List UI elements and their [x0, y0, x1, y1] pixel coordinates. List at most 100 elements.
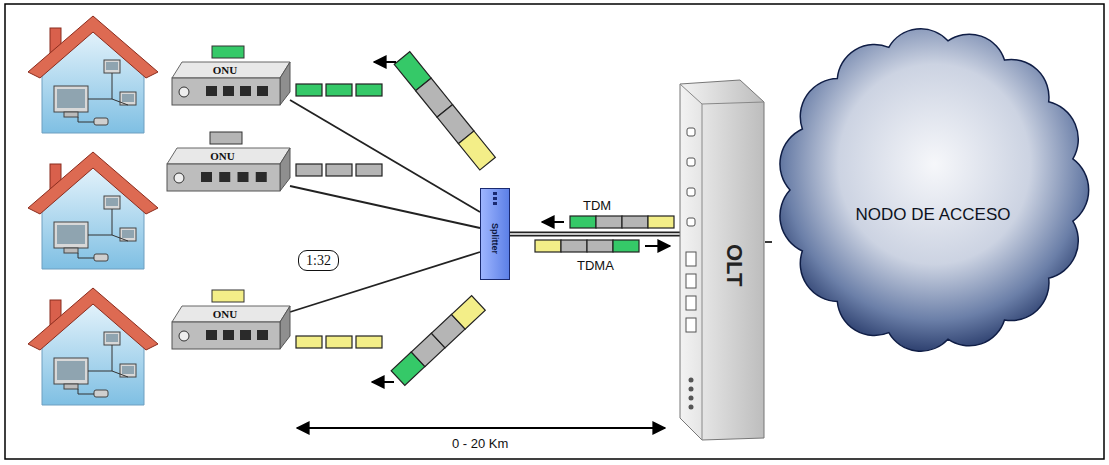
- shape-part: [280, 148, 290, 191]
- shape-part: [167, 164, 280, 191]
- tag-node: 1:32: [298, 250, 339, 271]
- shape-part: [686, 252, 696, 266]
- signal-label: TDMA: [577, 258, 614, 273]
- shape-part: [223, 330, 234, 340]
- shape-part: [689, 387, 694, 392]
- house-icons-part: [28, 152, 158, 269]
- packet-strips-part-part: [452, 296, 486, 329]
- shape-part: [206, 86, 217, 96]
- fiber-link: [510, 232, 680, 237]
- onu-label: ONU: [210, 149, 234, 163]
- shape-part: [201, 172, 212, 182]
- frame: [5, 4, 1104, 459]
- signal-label: 0 - 20 Km: [452, 436, 508, 451]
- olt-node: OLT: [680, 80, 765, 440]
- direction-arrows-part: [372, 381, 394, 383]
- onu-indicators-part: [212, 290, 244, 302]
- shape-part: [687, 158, 695, 166]
- packet-strips-part: [326, 336, 352, 348]
- shape-part: [689, 396, 694, 401]
- shape-part: [174, 173, 184, 183]
- onu-node: ONU: [170, 62, 290, 106]
- packet-strips-part: [587, 240, 613, 252]
- shape-part: [680, 84, 702, 440]
- cloud-label: NODO DE ACCESO: [856, 205, 1011, 225]
- splitter-node: Splitter: [480, 188, 510, 280]
- shape-part: [280, 62, 290, 105]
- distance-dimension: [297, 427, 665, 429]
- onu-label: ONU: [213, 307, 237, 321]
- house-icons: [28, 16, 158, 405]
- fiber-link: [765, 241, 772, 243]
- cloud-shape: [772, 20, 1094, 360]
- packet-strips-part: [356, 164, 382, 176]
- onu-indicators-part: [210, 132, 242, 144]
- shape-part: [680, 80, 764, 440]
- shape-part: [238, 172, 249, 182]
- shape-part: [206, 330, 217, 340]
- shape-part: [240, 330, 251, 340]
- fiber-core: [510, 233, 680, 235]
- packet-strips-part: [596, 216, 622, 228]
- packet-strips-part: [356, 84, 382, 96]
- shape-part: [256, 172, 267, 182]
- packet-strips-part: [296, 84, 322, 96]
- onu-node: ONU: [170, 306, 290, 350]
- house-icons-part: [28, 288, 158, 405]
- shape-part: [686, 318, 696, 332]
- shape-part: [172, 78, 280, 105]
- packet-strips: [296, 52, 674, 386]
- packet-strips-part: [326, 164, 352, 176]
- shape-part: [223, 86, 234, 96]
- shape-part: [687, 218, 695, 226]
- packet-strips-part: [622, 216, 648, 228]
- packet-strips-part: [296, 336, 322, 348]
- packet-strips-part: [394, 52, 495, 170]
- splitter-label: Splitter: [490, 223, 500, 254]
- direction-arrows-part: [374, 61, 396, 63]
- packet-strips-part: [326, 84, 352, 96]
- onu-label: ONU: [213, 63, 237, 77]
- shape-part: [780, 29, 1089, 351]
- fiber-link: [290, 100, 480, 212]
- shape-part: [687, 128, 695, 136]
- shape-part: [686, 296, 696, 310]
- onu-node: ONU: [165, 148, 290, 192]
- house-icons-part: [28, 16, 158, 133]
- shape-part: [240, 86, 251, 96]
- shape-part: [686, 274, 696, 288]
- packet-strips-part: [613, 240, 639, 252]
- shape-part: [179, 87, 189, 97]
- shape-part: [172, 322, 280, 349]
- direction-arrows-part: [542, 221, 564, 223]
- shape-part: [493, 202, 497, 205]
- shape-part: [493, 192, 497, 195]
- cloud-node: NODO DE ACCESO: [772, 20, 1094, 360]
- shape-part: [257, 86, 268, 96]
- shape-part: [493, 197, 497, 200]
- shape-part: [702, 102, 764, 104]
- packet-strips-part: [391, 296, 485, 386]
- olt-label: OLT: [721, 244, 747, 286]
- packet-strips-part-part: [458, 131, 495, 170]
- direction-arrows-part: [645, 245, 670, 247]
- shape-part: [172, 306, 290, 322]
- shape-part: [172, 62, 290, 78]
- direction-arrows: [372, 62, 670, 382]
- signal-label: TDM: [583, 198, 611, 213]
- shape-part: [687, 188, 695, 196]
- packet-strips-part: [535, 240, 561, 252]
- tag-label: 1:32: [306, 252, 331, 269]
- shape-part: [689, 405, 694, 410]
- fiber-link: [290, 252, 480, 312]
- packet-strips-part: [648, 216, 674, 228]
- shape-part: [481, 189, 510, 280]
- shape-part: [689, 378, 694, 383]
- shape-part: [257, 330, 268, 340]
- shape-part: [179, 331, 189, 341]
- shape-part: [280, 306, 290, 349]
- packet-strips-part: [561, 240, 587, 252]
- fiber-link: [290, 186, 480, 228]
